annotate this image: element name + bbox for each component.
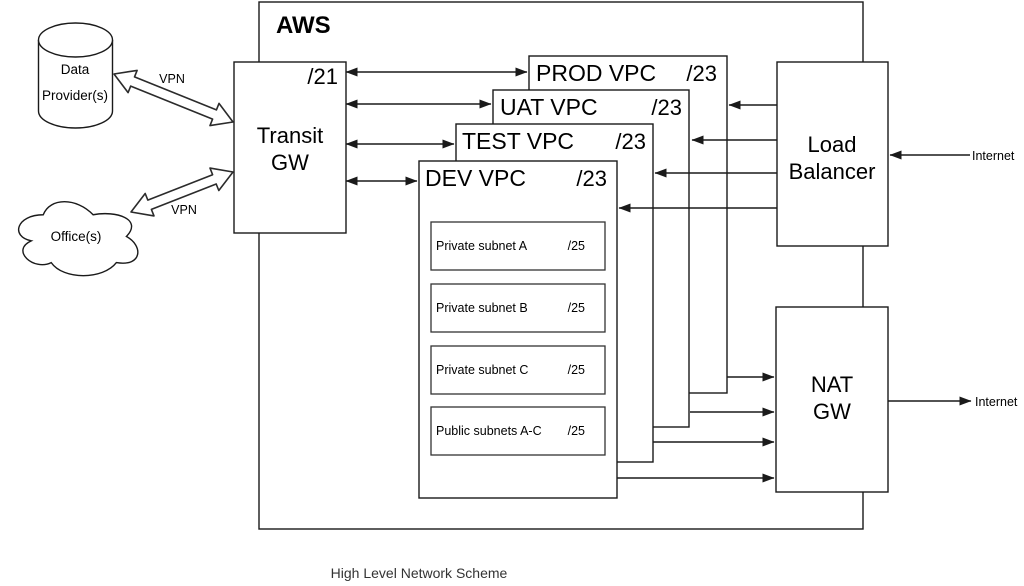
transit-gateway-cidr: /21 (307, 64, 338, 89)
transit-gateway-label-line1: Transit (257, 123, 323, 148)
aws-label: AWS (276, 12, 331, 39)
office-cloud-shape (18, 201, 139, 277)
data-provider-cylinder-body (37, 40, 114, 129)
nat-gateway-label-line1: NAT (811, 372, 853, 397)
nat-gateway-node: NAT GW (775, 306, 889, 493)
load-balancer-node: Load Balancer (776, 61, 889, 247)
diagram-caption: High Level Network Scheme (331, 565, 508, 581)
data-provider-cylinder-top (37, 22, 114, 58)
vpn-links: VPN VPN (113, 69, 234, 217)
vpn-arrow-bottom (130, 167, 234, 217)
subnet-private-b-label: Private subnet B (436, 301, 528, 315)
subnet-public-ac-cidr: /25 (568, 424, 585, 438)
subnet-private-c-label: Private subnet C (436, 363, 528, 377)
load-balancer-label-line2: Balancer (789, 159, 876, 184)
transit-gateway-rect (233, 61, 347, 234)
subnet-public-ac-label: Public subnets A-C (436, 424, 542, 438)
transit-vpc-links (345, 67, 528, 186)
subnet-private-a-cidr: /25 (568, 239, 585, 253)
transit-gateway-node: /21 Transit GW (233, 61, 347, 234)
vpn-top-label: VPN (159, 72, 185, 86)
office-label: Office(s) (51, 229, 102, 244)
nat-gateway-label-line2: GW (813, 399, 851, 424)
vpn-arrow-top (113, 69, 234, 127)
subnet-private-c-rect (430, 345, 606, 395)
internet-out-label: Internet (975, 395, 1018, 409)
subnet-private-a-rect (430, 221, 606, 271)
subnet-private-a-label: Private subnet A (436, 239, 528, 253)
vpc-test-cidr: /23 (615, 129, 646, 154)
subnet-private-b-rect (430, 283, 606, 333)
subnet-public-ac: Public subnets A-C /25 (430, 406, 606, 456)
lb-vpc-links (618, 100, 777, 213)
subnet-private-c-cidr: /25 (568, 363, 585, 377)
load-balancer-rect (776, 61, 889, 247)
vpc-uat-title: UAT VPC (500, 94, 598, 120)
data-provider-node: Data Provider(s) (37, 22, 114, 129)
internet-links: Internet Internet (888, 149, 1018, 409)
subnet-private-a: Private subnet A /25 (430, 221, 606, 271)
load-balancer-label-line1: Load (808, 132, 857, 157)
vpc-nat-links (617, 372, 775, 483)
subnet-private-c: Private subnet C /25 (430, 345, 606, 395)
vpn-bottom-label: VPN (171, 203, 197, 217)
nat-gateway-rect (775, 306, 889, 493)
data-provider-label-line1: Data (61, 62, 90, 77)
subnet-private-b-cidr: /25 (568, 301, 585, 315)
subnet-public-ac-rect (430, 406, 606, 456)
transit-gateway-label-line2: GW (271, 150, 309, 175)
vpc-prod-cidr: /23 (686, 61, 717, 86)
vpc-uat-cidr: /23 (651, 95, 682, 120)
data-provider-label-line2: Provider(s) (42, 88, 108, 103)
office-node: Office(s) (18, 201, 139, 277)
vpc-test-title: TEST VPC (462, 128, 574, 154)
vpc-dev-cidr: /23 (576, 166, 607, 191)
vpc-dev-title: DEV VPC (425, 165, 526, 191)
subnet-private-b: Private subnet B /25 (430, 283, 606, 333)
internet-in-label: Internet (972, 149, 1015, 163)
vpc-prod-title: PROD VPC (536, 60, 656, 86)
